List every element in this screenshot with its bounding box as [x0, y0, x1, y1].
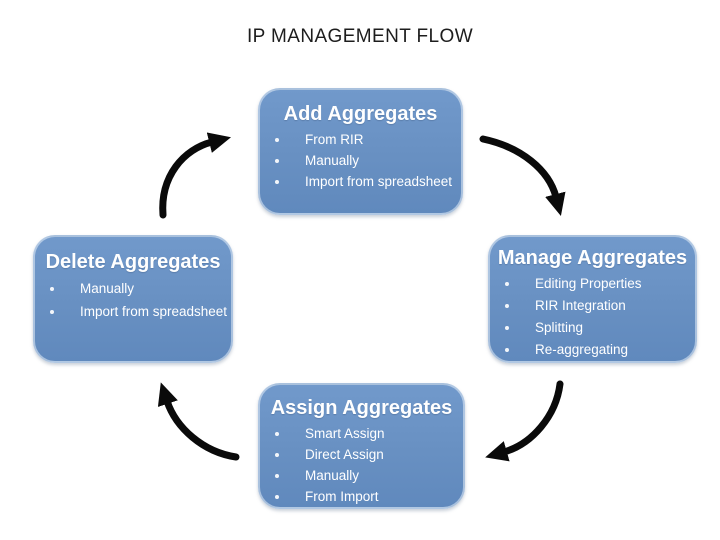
list-item-label: Splitting: [535, 320, 584, 335]
list-item-label: Import from spreadsheet: [80, 304, 228, 319]
node-manage-aggregates: Manage Aggregates Editing Properties RIR…: [488, 235, 697, 363]
list-item-label: From Import: [305, 489, 379, 504]
arrow-delete-to-add-icon: [159, 132, 232, 219]
node-item-list: Smart Assign Direct Assign Manually From…: [260, 423, 463, 507]
node-item-list: From RIR Manually Import from spreadshee…: [260, 129, 461, 192]
node-item-list: Editing Properties RIR Integration Split…: [490, 273, 695, 361]
node-title: Assign Aggregates: [270, 397, 453, 419]
bullet-icon: [275, 473, 279, 478]
diagram-title: IP MANAGEMENT FLOW: [246, 26, 474, 47]
bullet-icon: [505, 304, 509, 308]
bullet-icon: [275, 431, 279, 436]
list-item: Re-aggregating: [490, 339, 695, 361]
list-item: Import from spreadsheet: [260, 171, 461, 192]
node-item-list: Manually Import from spreadsheet: [35, 277, 231, 323]
list-item-label: Editing Properties: [535, 276, 642, 291]
node-title: Delete Aggregates: [45, 251, 221, 273]
list-item-label: RIR Integration: [535, 298, 626, 313]
bullet-icon: [275, 158, 279, 163]
list-item-label: Direct Assign: [305, 447, 384, 462]
bullet-icon: [50, 286, 54, 291]
list-item-label: Manually: [80, 281, 135, 296]
list-item: Manually: [260, 150, 461, 171]
list-item: Manually: [35, 277, 231, 300]
list-item-label: From RIR: [305, 132, 364, 147]
bullet-icon: [275, 179, 279, 184]
bullet-icon: [505, 282, 509, 286]
node-assign-aggregates: Assign Aggregates Smart Assign Direct As…: [258, 383, 465, 509]
list-item: From RIR: [260, 129, 461, 150]
list-item-label: Re-aggregating: [535, 342, 629, 357]
node-title: Add Aggregates: [283, 103, 438, 125]
node-add-aggregates: Add Aggregates From RIR Manually Import …: [258, 88, 463, 215]
list-item-label: Smart Assign: [305, 426, 385, 441]
list-item: Direct Assign: [260, 444, 463, 465]
bullet-icon: [275, 137, 279, 142]
arrow-add-to-manage-icon: [479, 135, 566, 216]
list-item: From Import: [260, 486, 463, 507]
list-item: Editing Properties: [490, 273, 695, 295]
list-item: RIR Integration: [490, 295, 695, 317]
arrow-assign-to-delete-icon: [157, 382, 240, 461]
arrow-manage-to-assign-icon: [485, 380, 564, 462]
bullet-icon: [505, 348, 509, 352]
list-item: Splitting: [490, 317, 695, 339]
bullet-icon: [50, 309, 54, 314]
bullet-icon: [275, 494, 279, 499]
list-item-label: Import from spreadsheet: [305, 174, 453, 189]
bullet-icon: [275, 452, 279, 457]
list-item-label: Manually: [305, 468, 360, 483]
list-item-label: Manually: [305, 153, 360, 168]
node-delete-aggregates: Delete Aggregates Manually Import from s…: [33, 235, 233, 363]
list-item: Smart Assign: [260, 423, 463, 444]
bullet-icon: [505, 326, 509, 330]
list-item: Import from spreadsheet: [35, 300, 231, 323]
node-title: Manage Aggregates: [497, 247, 688, 269]
list-item: Manually: [260, 465, 463, 486]
